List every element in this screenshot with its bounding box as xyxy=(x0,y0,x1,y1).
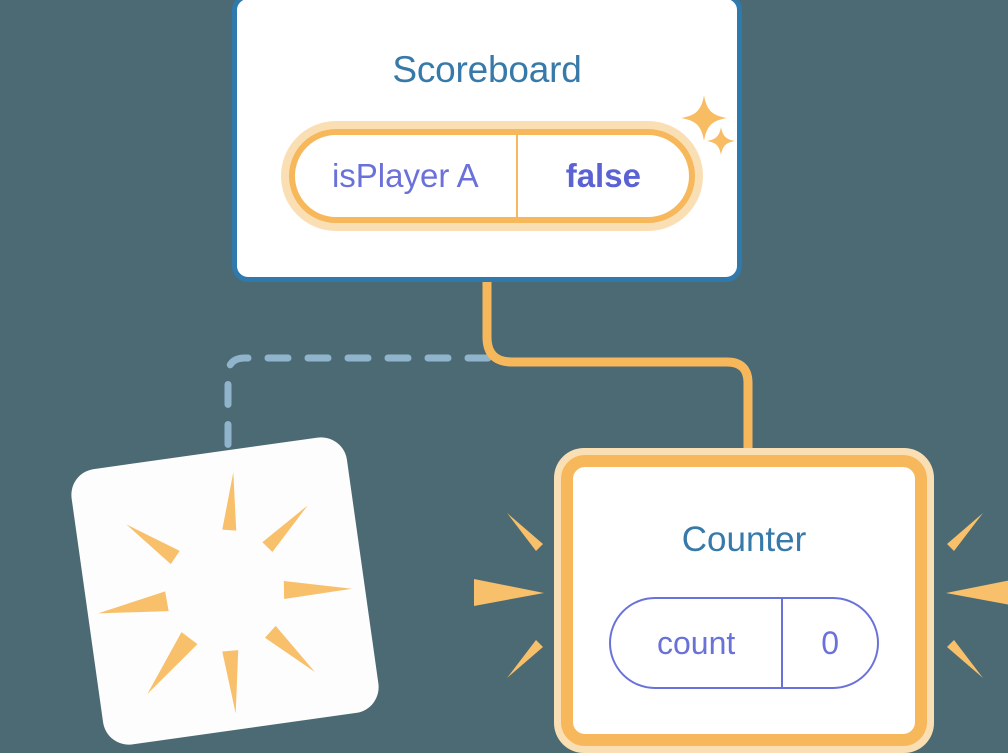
counter-state-value: 0 xyxy=(821,624,840,661)
counter-rays-right-icon xyxy=(946,513,1008,678)
burst-card[interactable] xyxy=(68,434,382,748)
counter-card[interactable]: Counter count 0 xyxy=(554,448,934,753)
sparkle-small-icon xyxy=(707,127,735,155)
burst-rays-icon xyxy=(97,472,352,714)
counter-state-pill[interactable]: count 0 xyxy=(609,597,879,689)
scoreboard-card[interactable]: Scoreboard isPlayer A false xyxy=(232,0,742,282)
counter-card-inner: Counter count 0 xyxy=(561,455,927,746)
scoreboard-title: Scoreboard xyxy=(392,49,582,90)
scoreboard-state-value: false xyxy=(565,157,641,194)
scoreboard-state-pill-inner: isPlayer A false xyxy=(289,129,695,223)
scoreboard-state-key: isPlayer A xyxy=(295,135,518,217)
counter-rays-left-icon xyxy=(474,513,544,678)
sparkle-large-icon xyxy=(681,95,727,141)
connector-scoreboard-to-counter xyxy=(482,280,753,462)
counter-state-key: count xyxy=(611,599,784,687)
scoreboard-state-pill[interactable]: isPlayer A false xyxy=(281,121,703,231)
counter-title: Counter xyxy=(681,520,807,559)
